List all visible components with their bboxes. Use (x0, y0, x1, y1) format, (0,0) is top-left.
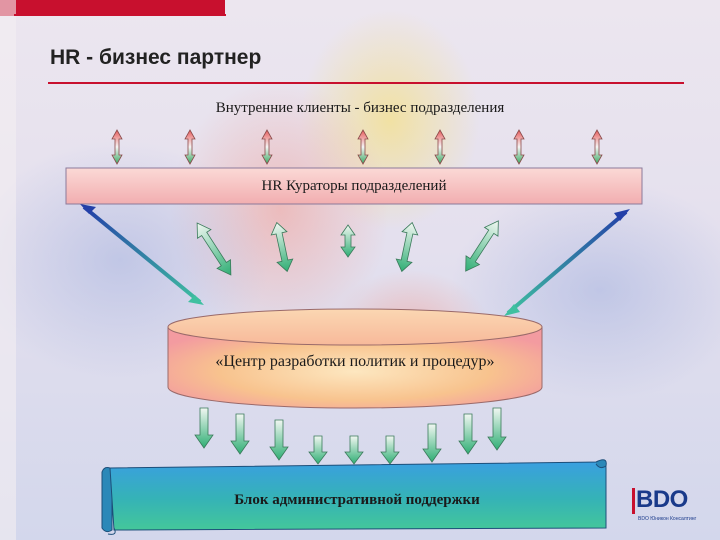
center-label: «Центр разработки политик и процедур» (215, 353, 495, 370)
bdo-logo-icon: BDO BDO Юникон Консалтинг (632, 486, 710, 526)
diagonal-arrow-right (504, 209, 630, 316)
center-arrows (196, 220, 499, 276)
double-arrow-icon (395, 221, 419, 273)
double-arrow-icon (357, 129, 369, 165)
diagonal-arrow-left (80, 204, 204, 305)
bdo-logo-text: BDO (636, 486, 688, 513)
slide-title: HR - бизнес партнер (50, 46, 262, 69)
double-arrow-icon (340, 224, 356, 258)
slide-corner-frame (0, 0, 226, 540)
down-arrow-icon (269, 419, 289, 461)
down-arrow-icon (230, 413, 250, 455)
bdo-logo-subtitle: BDO Юникон Консалтинг (638, 516, 697, 522)
down-arrow-icon (380, 435, 400, 465)
double-arrow-icon (465, 220, 499, 272)
down-arrow-icon (458, 413, 478, 455)
down-arrow-icon (194, 407, 214, 449)
double-arrow-icon (184, 129, 196, 165)
curators-label: HR Кураторы подразделений (261, 178, 447, 194)
down-arrow-icon (487, 407, 507, 451)
curators-bar (65, 167, 643, 205)
double-arrow-icon (111, 129, 123, 165)
double-arrow-icon (196, 222, 232, 276)
admin-label: Блок административной поддержки (234, 492, 480, 508)
down-arrow-icon (344, 435, 364, 465)
down-arrow-icon (308, 435, 328, 465)
center-cylinder (167, 308, 543, 409)
double-arrow-icon (261, 129, 273, 165)
double-arrow-icon (434, 129, 446, 165)
client-arrows (111, 129, 603, 165)
clients-label: Внутренние клиенты - бизнес подразделени… (215, 100, 505, 116)
admin-scroll (101, 459, 607, 535)
double-arrow-icon (591, 129, 603, 165)
double-arrow-icon (270, 221, 294, 273)
admin-arrows (194, 407, 507, 465)
down-arrow-icon (422, 423, 442, 463)
double-arrow-icon (513, 129, 525, 165)
